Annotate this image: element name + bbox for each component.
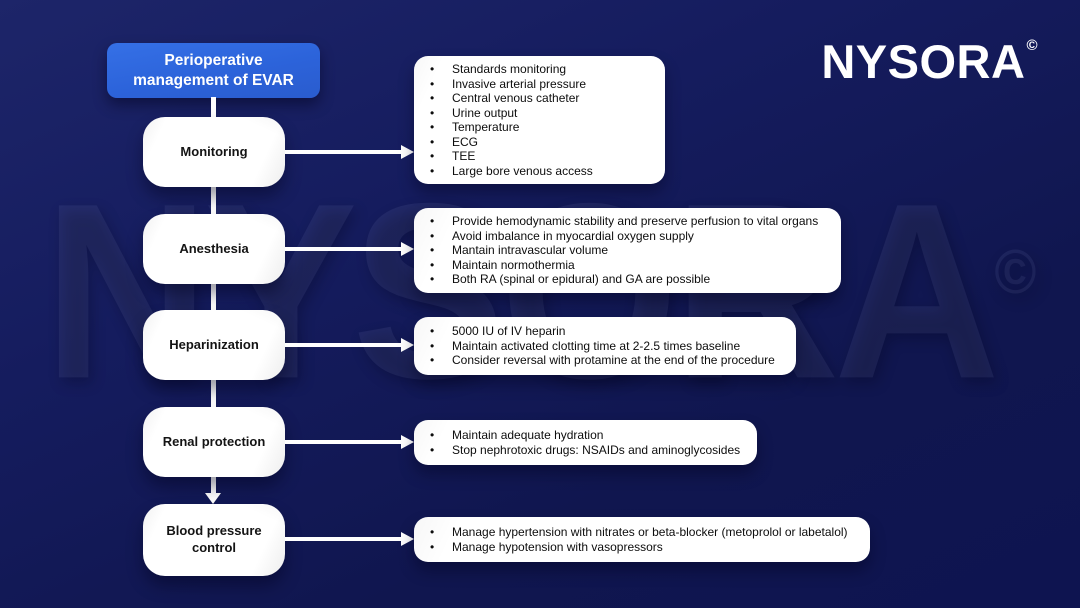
bullet-item: Maintain activated clotting time at 2-2.… [414, 339, 780, 354]
right-arrowhead-icon [401, 435, 414, 449]
arrow-renal-protection [285, 440, 403, 444]
diagram-title: Perioperative management of EVAR [107, 43, 320, 98]
right-arrowhead-icon [401, 338, 414, 352]
flow-node-renal-protection: Renal protection [143, 407, 285, 477]
bullet-item: Avoid imbalance in myocardial oxygen sup… [414, 229, 825, 244]
flow-node-anesthesia: Anesthesia [143, 214, 285, 284]
right-arrowhead-icon [401, 145, 414, 159]
bullet-list: Manage hypertension with nitrates or bet… [414, 525, 854, 554]
bullet-item: ECG [414, 135, 649, 150]
bullets-box-monitoring: Standards monitoring Invasive arterial p… [414, 56, 665, 184]
bullet-list: 5000 IU of IV heparin Maintain activated… [414, 324, 780, 368]
bullet-item: Large bore venous access [414, 164, 649, 179]
diagram-title-label: Perioperative management of EVAR [133, 52, 294, 89]
connector-monitoring-to-anesthesia [211, 186, 216, 215]
right-arrowhead-icon [401, 242, 414, 256]
bullets-box-renal-protection: Maintain adequate hydration Stop nephrot… [414, 420, 757, 465]
bullet-item: Consider reversal with protamine at the … [414, 353, 780, 368]
arrow-heparinization [285, 343, 403, 347]
flow-node-label: Blood pressure control [166, 523, 262, 555]
bullet-item: Both RA (spinal or epidural) and GA are … [414, 272, 825, 287]
flow-node-label: Anesthesia [179, 240, 249, 256]
nysora-logo: NYSORA© [821, 38, 1038, 85]
connector-heparinization-to-renal [211, 379, 216, 408]
bullet-item: Invasive arterial pressure [414, 77, 649, 92]
bullet-item: Stop nephrotoxic drugs: NSAIDs and amino… [414, 443, 741, 458]
arrow-monitoring [285, 150, 403, 154]
bullet-item: Central venous catheter [414, 91, 649, 106]
bullet-item: 5000 IU of IV heparin [414, 324, 780, 339]
flow-node-blood-pressure-control: Blood pressure control [143, 504, 285, 576]
arrow-anesthesia [285, 247, 403, 251]
flow-node-heparinization: Heparinization [143, 310, 285, 380]
right-arrowhead-icon [401, 532, 414, 546]
bullets-box-anesthesia: Provide hemodynamic stability and preser… [414, 208, 841, 293]
bullet-list: Maintain adequate hydration Stop nephrot… [414, 428, 741, 457]
flow-node-label: Renal protection [162, 433, 266, 449]
bullet-item: Urine output [414, 106, 649, 121]
bullet-item: TEE [414, 149, 649, 164]
connector-anesthesia-to-heparinization [211, 283, 216, 311]
arrow-blood-pressure-control [285, 537, 403, 541]
bullet-item: Temperature [414, 120, 649, 135]
bullet-item: Standards monitoring [414, 62, 649, 77]
down-arrowhead-icon [205, 493, 221, 504]
watermark-copyright-icon: © [994, 238, 1037, 307]
flow-node-label: Monitoring [180, 143, 248, 159]
flow-node-label: Heparinization [169, 336, 259, 352]
bullet-item: Maintain normothermia [414, 258, 825, 273]
bullet-item: Maintain adequate hydration [414, 428, 741, 443]
logo-text: NYSORA [821, 35, 1026, 88]
bullet-list: Standards monitoring Invasive arterial p… [414, 62, 649, 178]
bullet-list: Provide hemodynamic stability and preser… [414, 214, 825, 287]
bullet-item: Manage hypertension with nitrates or bet… [414, 525, 854, 540]
bullets-box-heparinization: 5000 IU of IV heparin Maintain activated… [414, 317, 796, 375]
connector-renal-to-bp [211, 476, 216, 494]
bullet-item: Mantain intravascular volume [414, 243, 825, 258]
connector-title-to-monitoring [211, 97, 216, 118]
bullet-item: Manage hypotension with vasopressors [414, 540, 854, 555]
flow-node-monitoring: Monitoring [143, 117, 285, 187]
logo-copyright-icon: © [1026, 37, 1038, 54]
bullets-box-blood-pressure-control: Manage hypertension with nitrates or bet… [414, 517, 870, 562]
bullet-item: Provide hemodynamic stability and preser… [414, 214, 825, 229]
